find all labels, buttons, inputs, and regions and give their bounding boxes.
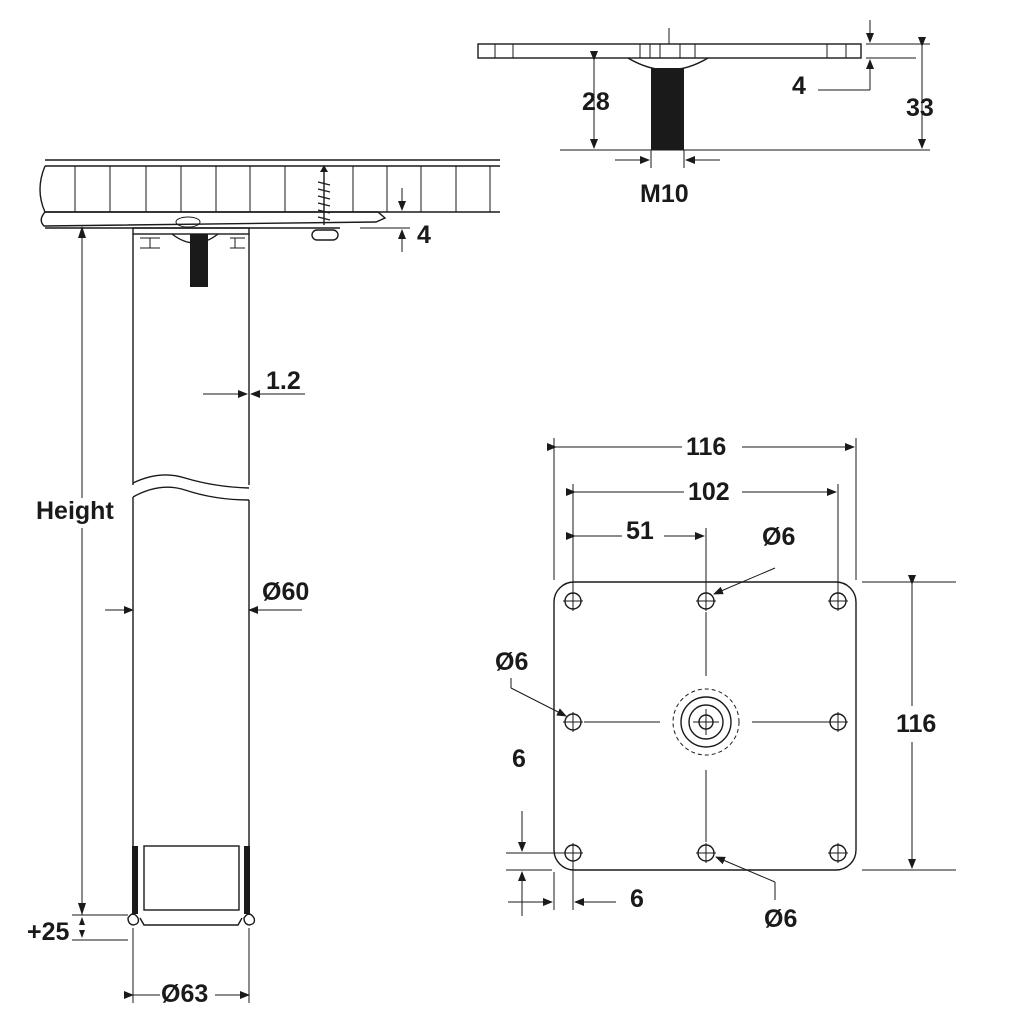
height-116-dimension bbox=[862, 575, 956, 871]
width-116-label: 116 bbox=[686, 433, 726, 461]
plate-thickness-dimension bbox=[818, 20, 874, 91]
height-label: Height bbox=[36, 497, 114, 525]
table-gap-label: 4 bbox=[417, 221, 431, 249]
wall-thickness-label: 1.2 bbox=[266, 367, 301, 395]
height-116-label: 116 bbox=[896, 710, 936, 738]
mounting-hole-icon bbox=[828, 591, 848, 611]
height-dimension bbox=[72, 226, 128, 941]
mounting-hole-icon bbox=[563, 843, 583, 863]
table-gap-dimension bbox=[360, 188, 410, 252]
hole-top-leader bbox=[713, 567, 776, 595]
table-top-section bbox=[39, 159, 500, 229]
mounting-hole-icon bbox=[563, 712, 583, 732]
hole-top-label: Ø6 bbox=[762, 523, 795, 551]
hole-spacing-102-label: 102 bbox=[688, 478, 730, 506]
depth-28-dimension bbox=[560, 51, 930, 151]
mounting-hole-icons bbox=[563, 591, 848, 863]
mounting-hole-icon bbox=[563, 591, 583, 611]
edge-offset-vertical-label: 6 bbox=[512, 745, 526, 773]
edge-offset-vertical-dimension bbox=[506, 811, 565, 916]
screw-icon bbox=[311, 165, 339, 241]
edge-offset-horizontal-label: 6 bbox=[630, 885, 644, 913]
diameter-63-label: Ø63 bbox=[161, 980, 208, 1008]
hole-spacing-51-label: 51 bbox=[626, 517, 654, 545]
mounting-plate-side-view bbox=[477, 28, 862, 150]
hole-bottom-label: Ø6 bbox=[764, 905, 797, 933]
diameter-63-dimension bbox=[124, 928, 250, 1003]
mounting-hole-icon bbox=[828, 712, 848, 732]
edge-offset-horizontal-dimension bbox=[508, 862, 616, 910]
hole-bottom-leader bbox=[715, 856, 776, 900]
hole-left-leader bbox=[510, 678, 567, 717]
width-116-dimension bbox=[547, 438, 857, 580]
plus-25-label: +25 bbox=[27, 918, 70, 946]
thread-m10-label: M10 bbox=[640, 180, 689, 208]
plate-thickness-label: 4 bbox=[792, 72, 806, 100]
mounting-hole-icon bbox=[696, 591, 716, 611]
height-33-dimension bbox=[866, 37, 930, 149]
mounting-hole-icon bbox=[828, 843, 848, 863]
mounting-plate-top-view bbox=[553, 581, 857, 871]
mounting-hole-icon bbox=[696, 843, 716, 863]
table-leg bbox=[127, 227, 256, 926]
diameter-60-label: Ø60 bbox=[262, 578, 309, 606]
thread-m10-dimension bbox=[615, 150, 720, 168]
depth-28-label: 28 bbox=[582, 88, 610, 116]
height-33-label: 33 bbox=[906, 94, 934, 122]
hole-left-label: Ø6 bbox=[495, 648, 528, 676]
hole-spacing-51-dimension bbox=[566, 528, 707, 592]
